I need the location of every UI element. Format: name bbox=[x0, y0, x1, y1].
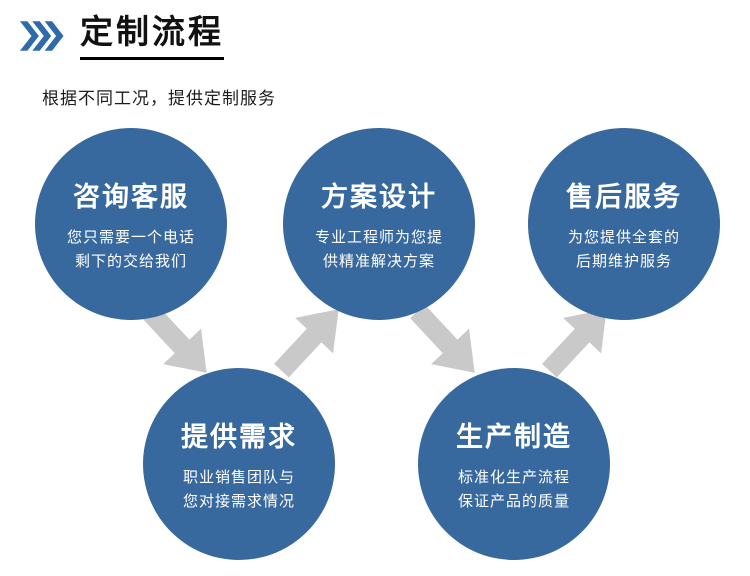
triple-chevron-icon bbox=[20, 21, 64, 51]
step-circle-design: 方案设计 专业工程师为您提 供精准解决方案 bbox=[283, 128, 475, 320]
step-title: 咨询客服 bbox=[73, 181, 189, 212]
arrow-up-right-icon bbox=[274, 309, 339, 378]
arrow-up-right-icon bbox=[542, 309, 607, 378]
arrow-down-right-icon bbox=[410, 304, 475, 373]
step-circle-manufacture: 生产制造 标准化生产流程 保证产品的质量 bbox=[418, 368, 610, 560]
step-circle-consult: 咨询客服 您只需要一个电话 剩下的交给我们 bbox=[35, 128, 227, 320]
section-subtitle: 根据不同工况，提供定制服务 bbox=[42, 89, 276, 108]
step-desc: 为您提供全套的 后期维护服务 bbox=[567, 228, 680, 270]
section-header: 定制流程 bbox=[20, 13, 224, 61]
step-title: 售后服务 bbox=[566, 181, 682, 212]
section-title: 定制流程 bbox=[80, 13, 224, 61]
step-circle-requirements: 提供需求 职业销售团队与 您对接需求情况 bbox=[143, 368, 335, 560]
step-desc: 职业销售团队与 您对接需求情况 bbox=[182, 468, 295, 510]
arrow-down-right-icon bbox=[142, 304, 207, 373]
step-desc: 您只需要一个电话 剩下的交给我们 bbox=[66, 228, 195, 270]
step-title: 生产制造 bbox=[456, 421, 572, 452]
step-title: 方案设计 bbox=[321, 181, 437, 212]
step-circle-aftersales: 售后服务 为您提供全套的 后期维护服务 bbox=[528, 128, 720, 320]
step-desc: 专业工程师为您提 供精准解决方案 bbox=[314, 228, 443, 270]
step-title: 提供需求 bbox=[181, 421, 297, 452]
step-desc: 标准化生产流程 保证产品的质量 bbox=[457, 468, 570, 510]
